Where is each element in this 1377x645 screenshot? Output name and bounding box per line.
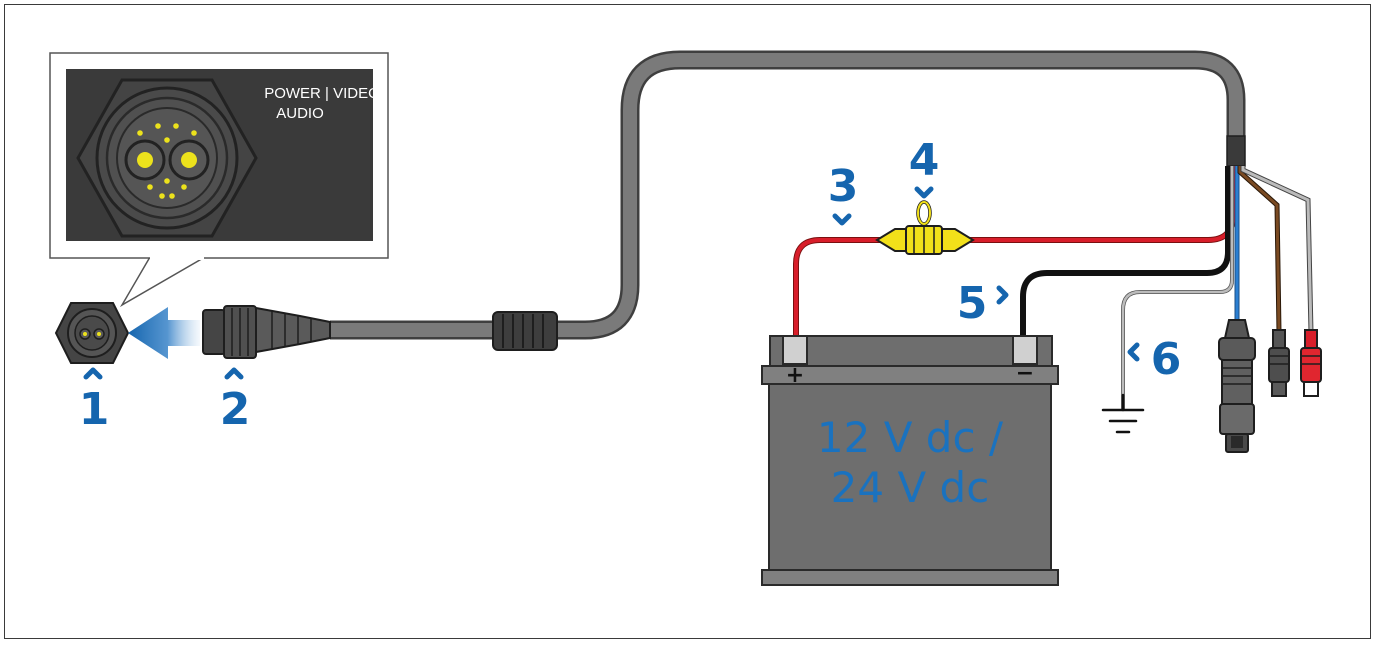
rca-red-connector-icon [1300,329,1322,397]
battery-icon: + − 12 V dc / 24 V dc [761,335,1059,586]
wires [793,166,1314,410]
cable-plug-icon [202,305,331,359]
callout-2: 2 [220,367,251,435]
callout-5: 5 [957,278,1009,329]
callout-4-number: 4 [909,135,940,186]
camera-connector-icon [54,302,130,364]
callout-6: 6 [1127,334,1182,385]
diagram-frame [4,4,1371,639]
inset-label-line1: POWER | VIDEO [264,85,380,102]
breakout-sleeve [1226,135,1246,167]
battery-voltage-line1: 12 V dc / [817,413,1004,462]
ferrite-core [492,311,558,351]
main-cable [330,50,1246,340]
callout-5-number: 5 [957,278,988,329]
callout-3: 3 [828,161,859,226]
callout-1-number: 1 [79,384,110,435]
insert-arrow-icon [128,307,200,359]
connector-inset: POWER | VIDEO AUDIO [49,52,389,308]
inset-label-line2: AUDIO [276,105,324,122]
callout-3-number: 3 [828,161,859,212]
callout-2-number: 2 [220,384,251,435]
callout-6-number: 6 [1151,334,1182,385]
ground-symbol-icon [1101,393,1145,434]
battery-positive-label: + [786,363,804,388]
bnc-connector-icon [1218,319,1256,453]
callout-4: 4 [909,135,940,199]
battery-voltage-line2: 24 V dc [831,463,990,512]
rca-connector-icon [1268,329,1290,397]
inline-fuse-icon [875,200,975,255]
battery-negative-label: − [1016,361,1034,386]
callout-1: 1 [79,367,110,435]
